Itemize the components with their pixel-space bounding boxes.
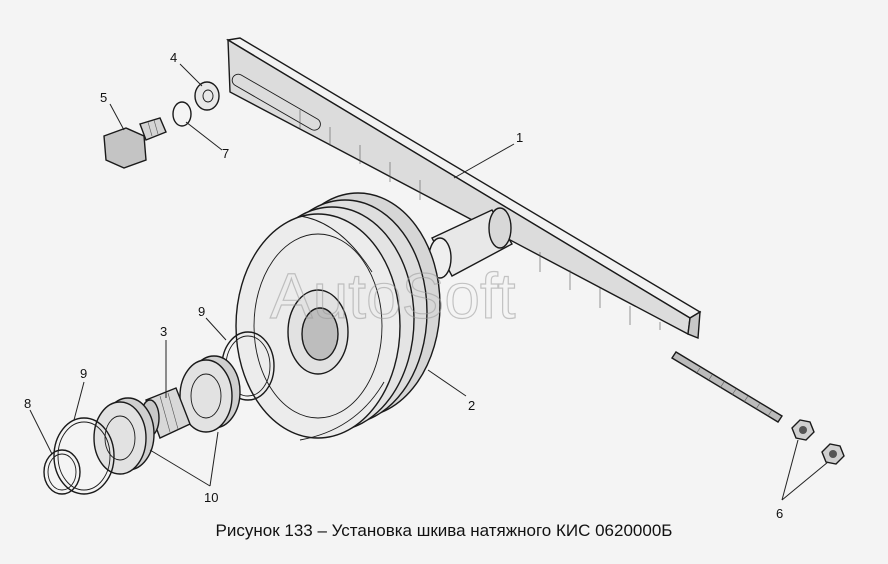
callout-6: 6 [776,506,783,521]
tensioner-bracket [226,37,702,340]
figure-caption: Рисунок 133 – Установка шкива натяжного … [215,521,673,540]
callout-5: 5 [100,90,107,105]
leader-lines [29,63,829,501]
callout-3: 3 [160,324,167,339]
retaining-ring-lower [53,417,115,495]
watermark: AutoSoft [270,260,516,332]
callout-10: 10 [204,490,218,505]
washer [194,81,220,111]
callout-9-upper: 9 [198,304,205,319]
circlip [43,449,81,495]
bolt [103,117,167,169]
callout-7: 7 [222,146,229,161]
callout-2: 2 [468,398,475,413]
callout-4: 4 [170,50,177,65]
spring-washer [172,101,192,127]
adjusting-rod [671,351,783,423]
lock-nuts [791,419,845,465]
callout-1: 1 [516,130,523,145]
bearing-right [179,355,241,433]
callout-8: 8 [24,396,31,411]
tensioner-pulley [235,192,441,441]
bearing-left [93,397,155,475]
callout-9-lower: 9 [80,366,87,381]
